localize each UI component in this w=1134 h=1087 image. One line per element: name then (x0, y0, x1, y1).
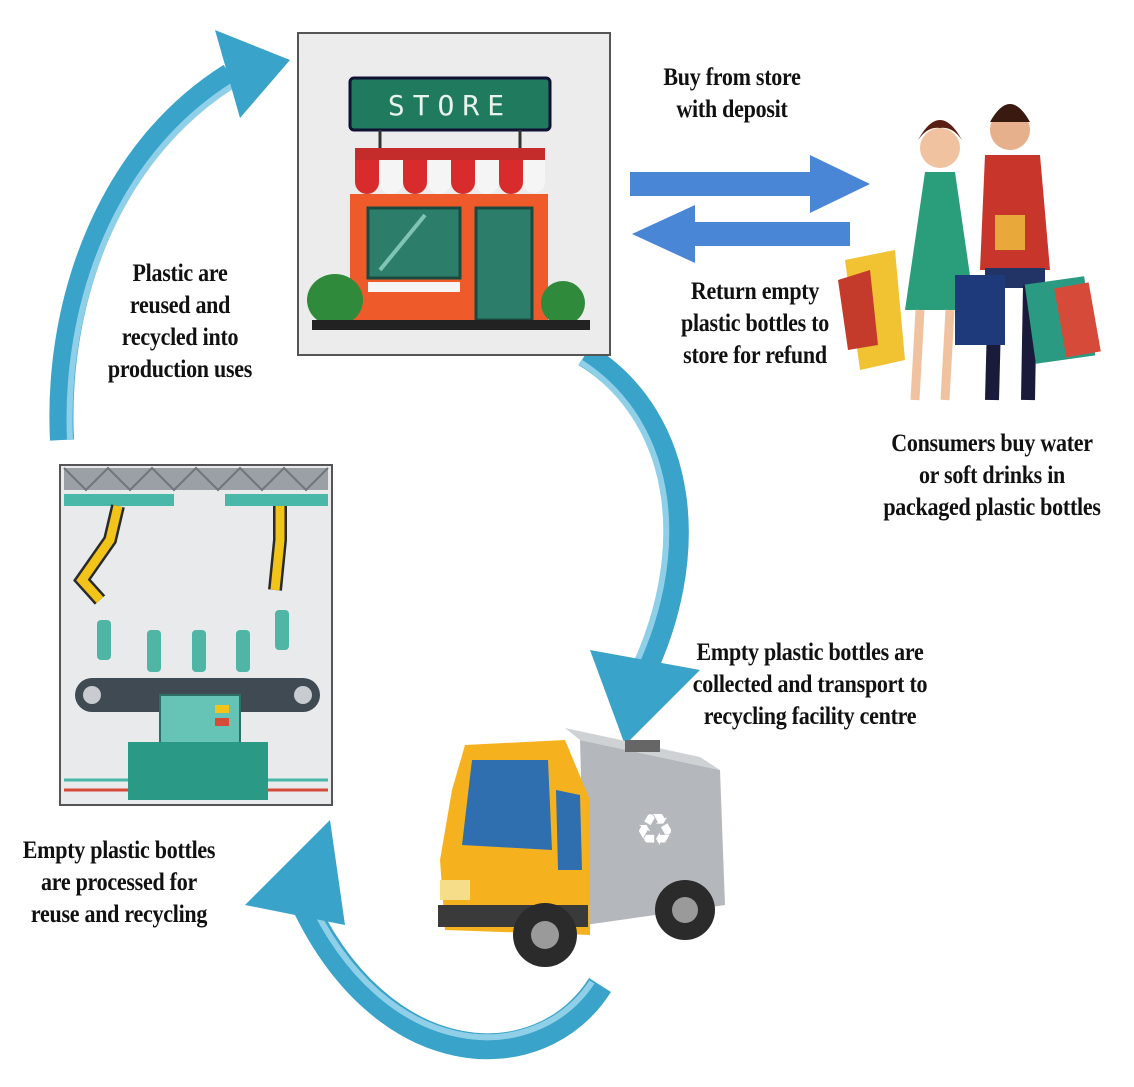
recycling-truck-illustration: ♻ (438, 728, 725, 967)
arrow-to-store (632, 205, 850, 263)
label-processed: Empty plastic bottles are processed for … (22, 837, 216, 928)
cycle-arrow-store-to-truck (578, 344, 700, 745)
arrow-to-consumers (630, 155, 870, 213)
store-illustration: STORE (297, 32, 611, 356)
cycle-arrow-truck-to-factory (245, 820, 611, 1060)
store-sign-text: STORE (388, 89, 512, 122)
factory-illustration (59, 464, 333, 806)
label-consumers: Consumers buy water or soft drinks in pa… (883, 430, 1101, 521)
label-collected: Empty plastic bottles are collected and … (692, 639, 928, 730)
cycle-arrow-factory-to-store (49, 30, 290, 441)
label-return-bottles: Return empty plastic bottles to store fo… (680, 278, 830, 369)
recycle-icon: ♻ (635, 805, 674, 856)
label-buy-from-store: Buy from store with deposit (663, 64, 801, 123)
label-reused: Plastic are reused and recycled into pro… (107, 260, 253, 383)
consumers-illustration (838, 104, 1101, 401)
